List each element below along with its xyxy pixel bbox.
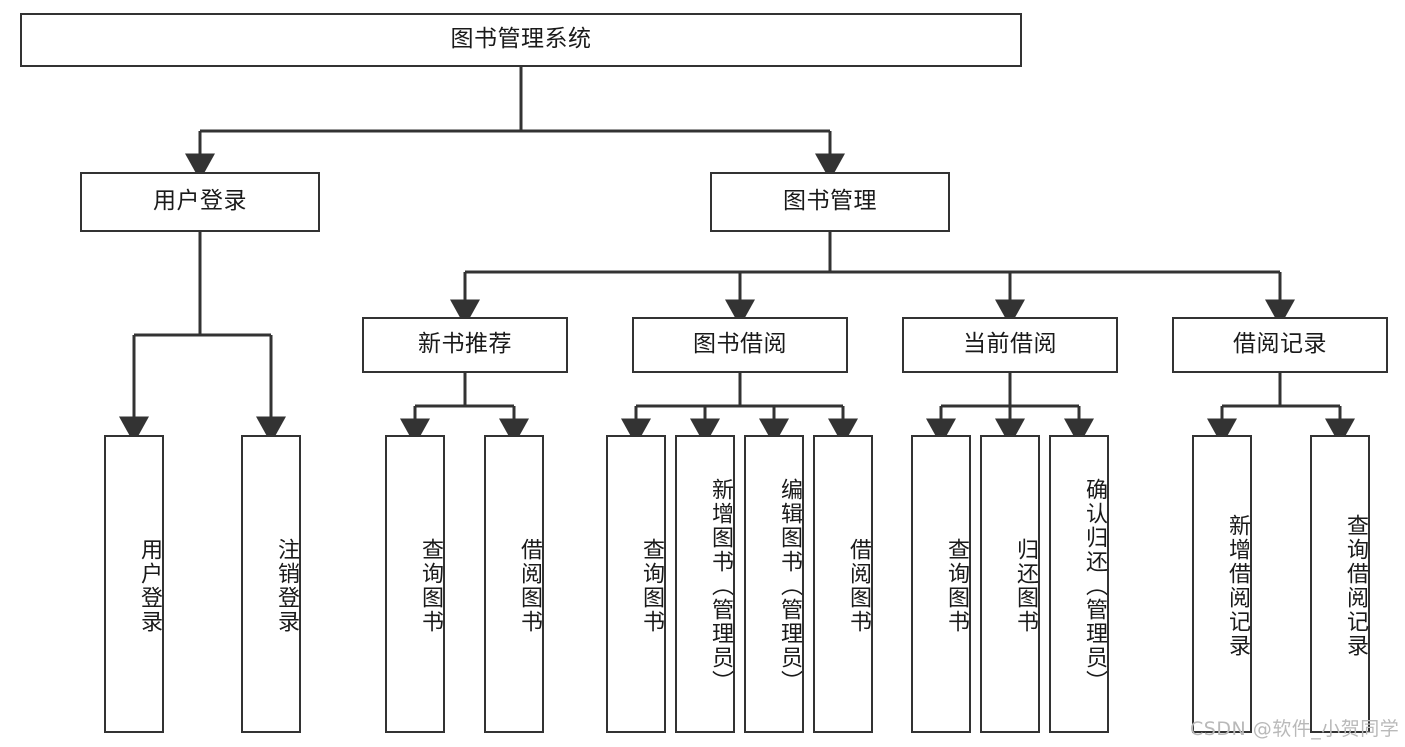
leaf-label: 借阅图书 [846, 538, 871, 634]
leaf-label: 新增图书（管理员） [708, 478, 733, 694]
node-user-login-label: 用户登录 [153, 188, 247, 215]
leaf-new-book-query-book[interactable]: 查询图书 [385, 435, 445, 733]
leaf-label: 查询图书 [639, 538, 664, 634]
node-new-book-recommend[interactable]: 新书推荐 [362, 317, 568, 373]
leaf-current-borrow-return-book[interactable]: 归还图书 [980, 435, 1040, 733]
leaf-label: 借阅图书 [517, 538, 542, 634]
leaf-current-borrow-confirm-return[interactable]: 确认归还（管理员） [1049, 435, 1109, 733]
leaf-label: 编辑图书（管理员） [777, 478, 802, 694]
leaf-label: 查询借阅记录 [1343, 514, 1368, 658]
leaf-book-borrow-edit-book[interactable]: 编辑图书（管理员） [744, 435, 804, 733]
leaf-book-borrow-add-book[interactable]: 新增图书（管理员） [675, 435, 735, 733]
leaf-label: 查询图书 [418, 538, 443, 634]
node-book-management-label: 图书管理 [783, 188, 877, 215]
leaf-borrow-record-add-record[interactable]: 新增借阅记录 [1192, 435, 1252, 733]
node-user-login[interactable]: 用户登录 [80, 172, 320, 232]
node-root[interactable]: 图书管理系统 [20, 13, 1022, 67]
leaf-label: 注销登录 [274, 538, 299, 634]
leaf-book-borrow-query-book[interactable]: 查询图书 [606, 435, 666, 733]
node-book-management[interactable]: 图书管理 [710, 172, 950, 232]
leaf-label: 查询图书 [944, 538, 969, 634]
node-new-book-recommend-label: 新书推荐 [418, 331, 512, 358]
node-current-borrow[interactable]: 当前借阅 [902, 317, 1118, 373]
leaf-new-book-borrow-book[interactable]: 借阅图书 [484, 435, 544, 733]
leaf-current-borrow-query-book[interactable]: 查询图书 [911, 435, 971, 733]
watermark-text: CSDN @软件_小贺同学 [1190, 718, 1400, 740]
leaf-label: 确认归还（管理员） [1082, 478, 1107, 694]
leaf-user-login-login[interactable]: 用户登录 [104, 435, 164, 733]
leaf-label: 新增借阅记录 [1225, 514, 1250, 658]
node-book-borrow[interactable]: 图书借阅 [632, 317, 848, 373]
node-borrow-record[interactable]: 借阅记录 [1172, 317, 1388, 373]
leaf-label: 用户登录 [137, 538, 162, 634]
node-book-borrow-label: 图书借阅 [693, 331, 787, 358]
leaf-user-login-logout[interactable]: 注销登录 [241, 435, 301, 733]
node-root-label: 图书管理系统 [450, 26, 592, 53]
leaf-label: 归还图书 [1013, 538, 1038, 634]
node-current-borrow-label: 当前借阅 [963, 331, 1057, 358]
node-borrow-record-label: 借阅记录 [1233, 331, 1327, 358]
leaf-borrow-record-query-record[interactable]: 查询借阅记录 [1310, 435, 1370, 733]
leaf-book-borrow-borrow-book[interactable]: 借阅图书 [813, 435, 873, 733]
